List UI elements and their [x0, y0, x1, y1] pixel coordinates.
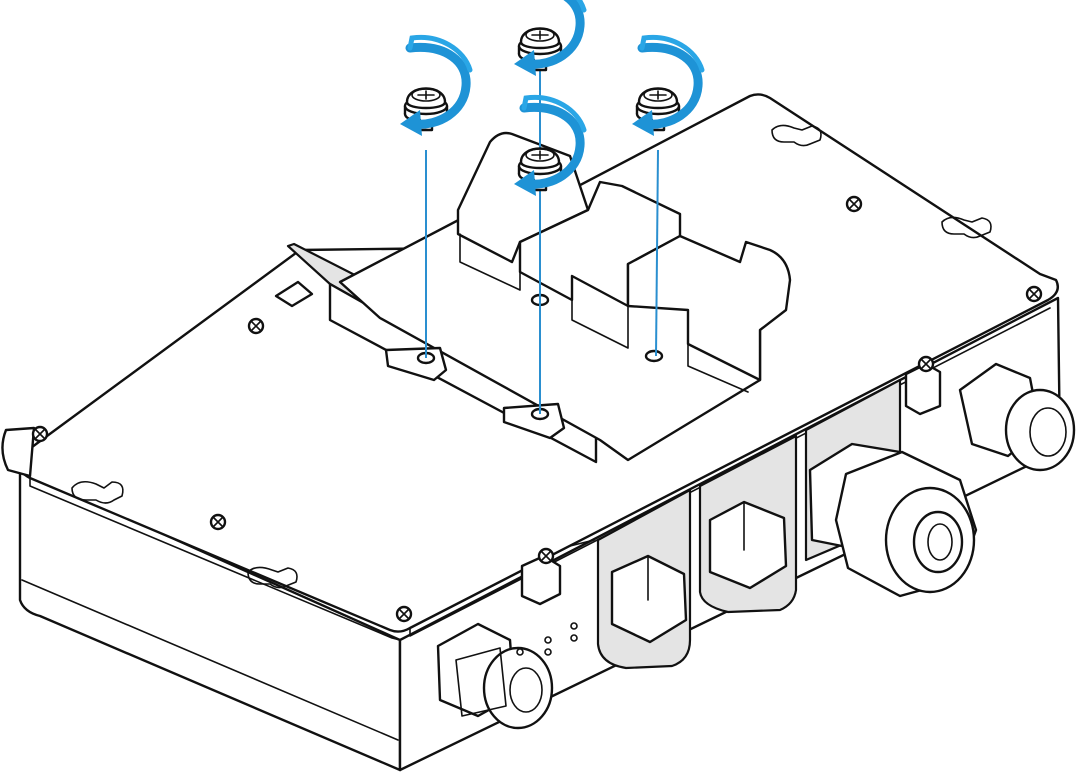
lid-screw-icon — [247, 317, 265, 335]
screw-left — [400, 37, 470, 136]
lid-screw-icon — [395, 605, 413, 623]
cable-gland-middle — [708, 500, 788, 590]
lid-screw-icon — [1025, 285, 1043, 303]
counterclockwise-rotation-arrow-icon — [400, 37, 470, 136]
counterclockwise-rotation-arrow-icon — [632, 37, 702, 136]
lid-screw-icon — [845, 195, 863, 213]
cable-gland-left — [610, 554, 688, 644]
connector-front — [436, 622, 554, 730]
alignment-guides — [425, 70, 659, 414]
screw-top-center — [514, 0, 584, 76]
cable-gland-large — [808, 442, 978, 598]
lid-screw-icon — [917, 355, 935, 373]
screw-right — [632, 37, 702, 136]
keyhole-slots — [71, 124, 992, 589]
side-connector-left — [1, 280, 314, 478]
lid-screw-icon — [537, 547, 555, 565]
led-indicators — [516, 622, 578, 656]
mounting-bracket — [286, 131, 792, 464]
lid-screw-icon — [209, 513, 227, 531]
connector-right — [958, 362, 1076, 472]
lid-screw-icon — [31, 425, 49, 443]
